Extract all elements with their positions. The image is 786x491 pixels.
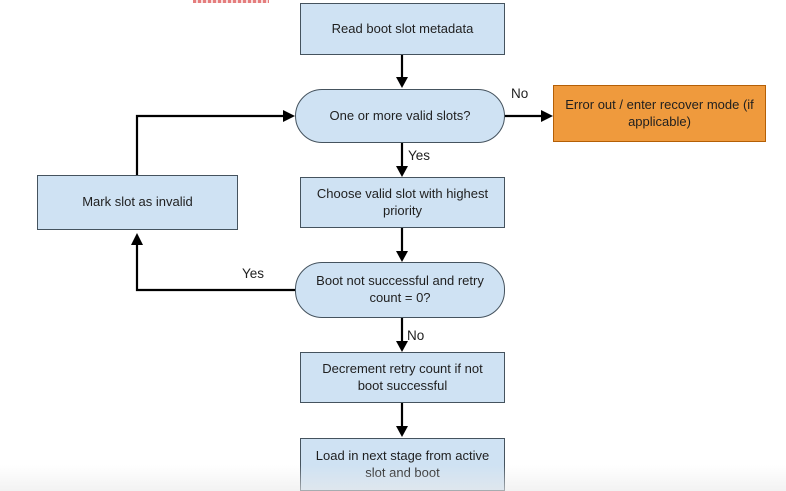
node-one-or-more-valid-slots: One or more valid slots?	[295, 89, 505, 143]
edge-label-no-boot-check: No	[407, 328, 425, 343]
edge-label-yes-valid-slots: Yes	[408, 148, 431, 163]
edge-label-yes-boot-check: Yes	[242, 266, 265, 281]
node-label: Error out / enter recover mode (if appli…	[565, 96, 754, 129]
node-read-boot-slot-metadata: Read boot slot metadata	[300, 3, 505, 55]
node-boot-not-successful-check: Boot not successful and retry count = 0?	[295, 262, 505, 318]
node-choose-valid-slot: Choose valid slot with highest priority	[300, 177, 505, 228]
node-mark-slot-invalid: Mark slot as invalid	[37, 175, 238, 230]
edge-validslots-no-to-error	[505, 110, 553, 122]
node-label: Load in next stage from active slot and …	[315, 447, 490, 480]
edge-read-to-validslots	[396, 55, 408, 88]
node-label: Decrement retry count if not boot succes…	[322, 360, 483, 393]
node-label: One or more valid slots?	[329, 107, 471, 123]
node-error-out-recover-mode: Error out / enter recover mode (if appli…	[553, 85, 766, 142]
node-decrement-retry-count: Decrement retry count if not boot succes…	[300, 352, 505, 403]
edge-markinvalid-to-validslots	[135, 110, 295, 175]
edge-validslots-yes-to-choose	[396, 143, 408, 177]
node-load-next-stage: Load in next stage from active slot and …	[300, 438, 505, 491]
node-label: Mark slot as invalid	[82, 194, 193, 210]
edge-choose-to-bootcheck	[396, 228, 408, 262]
node-label: Boot not successful and retry count = 0?	[316, 273, 484, 305]
node-label: Read boot slot metadata	[331, 20, 474, 36]
node-label: Choose valid slot with highest priority	[316, 185, 489, 218]
edge-decrement-to-loadstage	[396, 403, 408, 437]
edge-label-no-valid-slots: No	[511, 86, 529, 101]
red-dashed-artifact	[193, 0, 269, 3]
edge-bootcheck-yes-to-markinvalid	[131, 233, 295, 292]
